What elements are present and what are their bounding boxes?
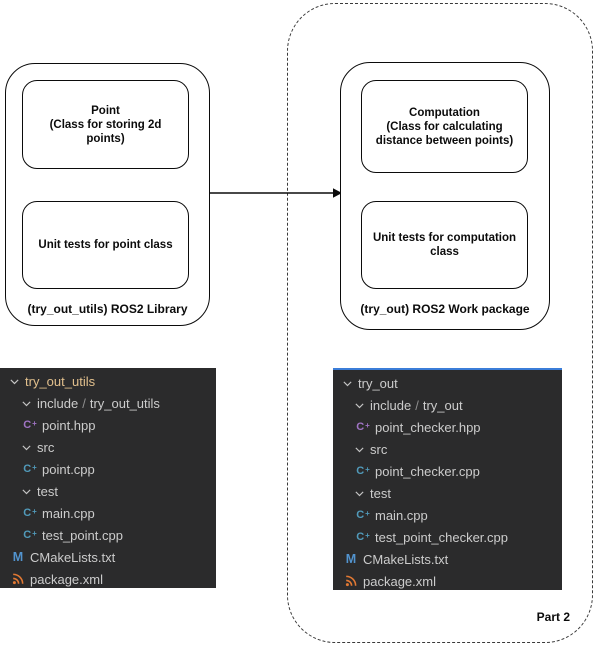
tree-file-package.xml[interactable]: package.xml — [0, 568, 216, 588]
chevron-down-icon — [340, 376, 354, 390]
tree-item-label: test_point_checker.cpp — [375, 529, 508, 545]
cpp-source-icon: C+ — [356, 530, 370, 544]
right-package-group: Computation (Class for calculating dista… — [340, 62, 550, 330]
tree-item-label-suffix: try_out — [422, 397, 463, 413]
tree-item-label: include — [370, 397, 412, 413]
point-class-subtitle: (Class for storing 2d points) — [49, 118, 162, 145]
tree-item-label-suffix: try_out_utils — [89, 395, 160, 411]
chevron-down-icon — [352, 398, 366, 412]
computation-class-box: Computation (Class for calculating dista… — [361, 80, 528, 173]
cmake-icon: M — [345, 552, 357, 566]
chevron-down-icon — [19, 396, 33, 410]
compact-folder-separator: / — [415, 397, 419, 413]
cpp-header-icon: C+ — [23, 418, 37, 432]
computation-unit-tests-box: Unit tests for computation class — [361, 201, 528, 289]
part2-label: Part 2 — [536, 610, 570, 624]
tree-file-CMakeLists.txt[interactable]: M CMakeLists.txt — [333, 548, 562, 570]
chevron-down-icon — [352, 442, 366, 456]
tree-item-label: main.cpp — [375, 507, 428, 523]
tree-file-test_point.cpp[interactable]: C+ test_point.cpp — [0, 524, 216, 546]
tree-item-label: include — [37, 395, 79, 411]
tree-file-point.hpp[interactable]: C+ point.hpp — [0, 414, 216, 436]
point-unit-tests-text: Unit tests for point class — [38, 239, 173, 251]
tree-file-package.xml[interactable]: package.xml — [333, 570, 562, 590]
point-unit-tests-box: Unit tests for point class — [22, 201, 189, 289]
tree-file-main.cpp[interactable]: C+ main.cpp — [0, 502, 216, 524]
computation-class-subtitle: (Class for calculating distance between … — [375, 120, 514, 147]
tree-item-label: src — [37, 439, 55, 455]
point-class-title: Point — [91, 104, 120, 117]
tree-item-label: point_checker.hpp — [375, 419, 481, 435]
chevron-down-icon — [19, 440, 33, 454]
computation-unit-tests-text: Unit tests for computation class — [372, 232, 517, 258]
chevron-down-icon — [7, 374, 21, 388]
tree-folder-try_out_utils[interactable]: try_out_utils — [0, 370, 216, 392]
part2-dashed-region — [287, 3, 593, 643]
computation-class-title: Computation — [409, 106, 480, 119]
cpp-source-icon: C+ — [356, 464, 370, 478]
left-package-group: Point (Class for storing 2d points) Unit… — [5, 63, 210, 326]
tree-file-point.cpp[interactable]: C+ point.cpp — [0, 458, 216, 480]
cmake-icon: M — [12, 550, 24, 564]
tree-folder-test[interactable]: test — [333, 482, 562, 504]
tree-folder-test[interactable]: test — [0, 480, 216, 502]
tree-item-label: point_checker.cpp — [375, 463, 480, 479]
tree-item-label: CMakeLists.txt — [30, 549, 116, 565]
right-package-caption: (try_out) ROS2 Work package — [360, 302, 530, 316]
chevron-down-icon — [19, 484, 33, 498]
tree-item-label: test — [37, 483, 58, 499]
cpp-source-icon: C+ — [23, 528, 37, 542]
tree-folder-try_out[interactable]: try_out — [333, 372, 562, 394]
tree-file-main.cpp[interactable]: C+ main.cpp — [333, 504, 562, 526]
cpp-source-icon: C+ — [356, 508, 370, 522]
compact-folder-separator: / — [82, 395, 86, 411]
tree-item-label: point.hpp — [42, 417, 96, 433]
tree-item-label: package.xml — [30, 571, 103, 587]
tree-folder-include[interactable]: include/try_out — [333, 394, 562, 416]
xml-icon — [344, 575, 358, 587]
chevron-down-icon — [352, 486, 366, 500]
tree-file-CMakeLists.txt[interactable]: M CMakeLists.txt — [0, 546, 216, 568]
arrow-left-to-right — [209, 188, 342, 198]
tree-file-point_checker.cpp[interactable]: C+ point_checker.cpp — [333, 460, 562, 482]
tree-item-label: test_point.cpp — [42, 527, 123, 543]
tree-item-label: main.cpp — [42, 505, 95, 521]
cpp-source-icon: C+ — [23, 462, 37, 476]
tree-item-label: src — [370, 441, 388, 457]
cpp-header-icon: C+ — [356, 420, 370, 434]
tree-item-label: CMakeLists.txt — [363, 551, 449, 567]
tree-item-label: test — [370, 485, 391, 501]
tree-file-point_checker.hpp[interactable]: C+ point_checker.hpp — [333, 416, 562, 438]
point-class-box: Point (Class for storing 2d points) — [22, 80, 189, 169]
tree-folder-src[interactable]: src — [333, 438, 562, 460]
left-package-caption: (try_out_utils) ROS2 Library — [27, 302, 188, 316]
cpp-source-icon: C+ — [23, 506, 37, 520]
xml-icon — [11, 573, 25, 585]
tree-item-label: try_out — [358, 375, 398, 391]
tree-folder-include[interactable]: include/try_out_utils — [0, 392, 216, 414]
tree-file-test_point_checker.cpp[interactable]: C+ test_point_checker.cpp — [333, 526, 562, 548]
tree-item-label: point.cpp — [42, 461, 95, 477]
tree-folder-src[interactable]: src — [0, 436, 216, 458]
tree-item-label: try_out_utils — [25, 373, 96, 389]
tree-item-label: package.xml — [363, 573, 436, 589]
